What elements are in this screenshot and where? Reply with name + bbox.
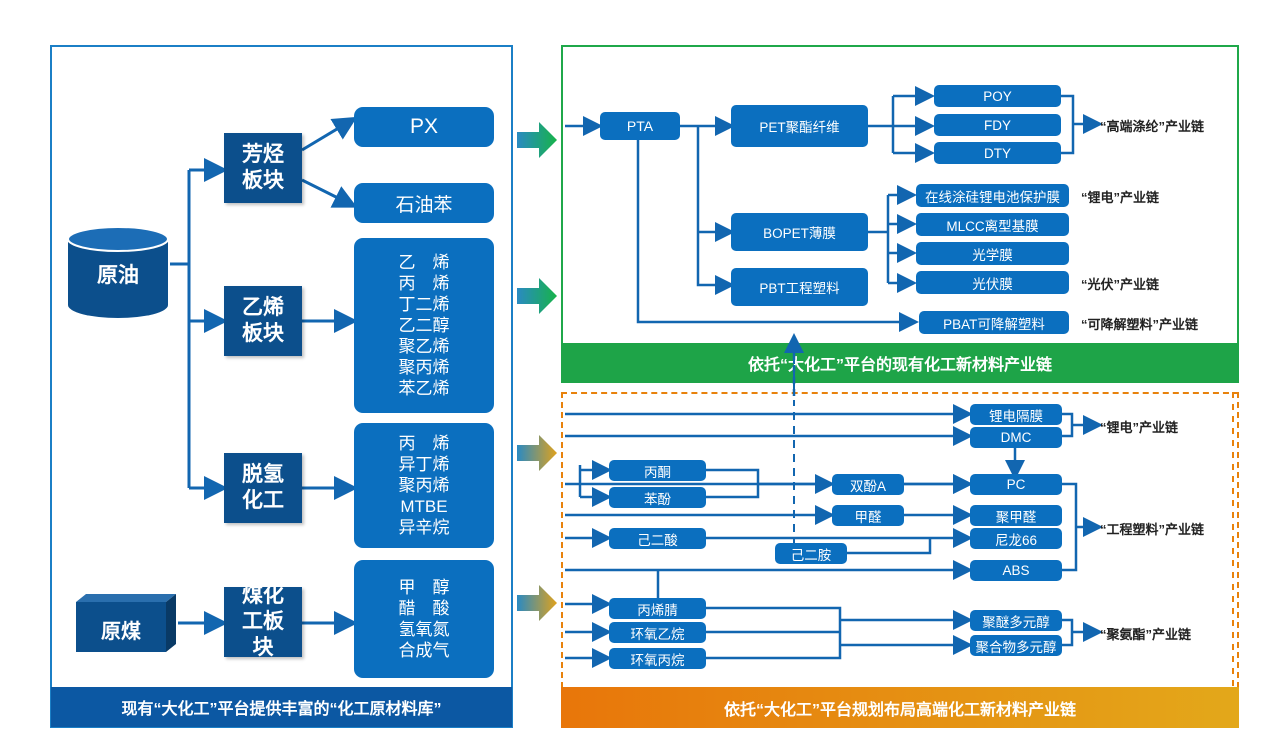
aromatics-block: 芳烃板块 (224, 133, 302, 203)
adipic-box: 己二酸 (609, 528, 706, 549)
poy-box: POY (934, 85, 1061, 107)
product-item: 聚丙烯 (398, 476, 450, 495)
hmda-box: 己二胺 (775, 543, 847, 564)
film-optical-box: 光学膜 (916, 242, 1069, 265)
acrylonitrile-box: 丙烯腈 (609, 598, 706, 619)
product-item: 氢氧氮 (398, 620, 450, 639)
chain-pu-label: “聚氨酯”产业链 (1100, 627, 1192, 642)
right-connectors (565, 86, 1234, 688)
bopet-box: BOPET薄膜 (731, 213, 868, 251)
acetone-box: 丙酮 (609, 460, 706, 481)
dehydro-block: 脱氢化工 (224, 453, 302, 523)
film-mlcc-box: MLCC离型基膜 (916, 213, 1069, 236)
raw-coal-label: 原煤 (101, 621, 141, 643)
ethylene-products-box: 乙 烯 丙 烯 丁二烯 乙二醇 聚乙烯 聚丙烯 苯乙烯 (354, 238, 494, 413)
po-box: 环氧丙烷 (609, 648, 706, 669)
phenol-box: 苯酚 (609, 487, 706, 508)
px-box: PX (354, 107, 494, 147)
product-item: 醋 酸 (398, 599, 450, 618)
polymer-polyol-box: 聚合物多元醇 (970, 635, 1062, 656)
polyether-box: 聚醚多元醇 (970, 610, 1062, 631)
chain-polyester-label: “高端涤纶”产业链 (1100, 119, 1205, 134)
product-item: 异辛烷 (398, 518, 450, 537)
product-item: MTBE (400, 497, 448, 516)
separator-box: 锂电隔膜 (970, 404, 1062, 425)
pbt-box: PBT工程塑料 (731, 268, 868, 306)
crude-oil-cylinder: 原油 (66, 225, 170, 320)
pta-box: PTA (600, 112, 680, 140)
product-item: 乙二醇 (398, 316, 450, 335)
eo-box: 环氧乙烷 (609, 622, 706, 643)
formaldehyde-box: 甲醛 (832, 505, 904, 526)
product-item: 乙 烯 (398, 253, 450, 272)
crude-oil-label: 原油 (97, 264, 139, 287)
dmc-box: DMC (970, 427, 1062, 448)
pet-box: PET聚酯纤维 (731, 105, 868, 147)
raw-coal-box: 原煤 (72, 592, 178, 654)
bottom-banner: 依托“大化工”平台规划布局高端化工新材料产业链 (561, 687, 1239, 728)
chain-battery2-label: “锂电”产业链 (1100, 420, 1179, 435)
left-banner: 现有“大化工”平台提供丰富的“化工原材料库” (51, 687, 512, 727)
transfer-arrows (517, 122, 557, 621)
left-connectors (170, 116, 358, 635)
dehydro-products-box: 丙 烯 异丁烯 聚丙烯 MTBE 异辛烷 (354, 423, 494, 548)
chain-eng-plastic-label: “工程塑料”产业链 (1100, 522, 1205, 537)
coal-block: 煤化工板块 (224, 584, 302, 659)
product-item: 异丁烯 (398, 455, 450, 474)
coal-products-box: 甲 醇 醋 酸 氢氧氮 合成气 (354, 560, 494, 678)
ethylene-block: 乙烯板块 (224, 286, 302, 356)
film-pv-box: 光伏膜 (916, 271, 1069, 294)
dty-box: DTY (934, 142, 1061, 164)
chain-pv-label: “光伏”产业链 (1081, 277, 1160, 292)
product-item: 聚丙烯 (398, 358, 450, 377)
chain-degradable-label: “可降解塑料”产业链 (1081, 317, 1199, 332)
bpa-box: 双酚A (832, 474, 904, 495)
product-item: 苯乙烯 (398, 379, 450, 398)
fdy-box: FDY (934, 114, 1061, 136)
film-battery-box: 在线涂硅锂电池保护膜 (916, 184, 1069, 207)
benzene-box: 石油苯 (354, 183, 494, 223)
product-item: 甲 醇 (398, 578, 450, 597)
product-item: 丙 烯 (398, 274, 450, 293)
chain-battery-label: “锂电”产业链 (1081, 190, 1160, 205)
abs-box: ABS (970, 560, 1062, 581)
pom-box: 聚甲醛 (970, 505, 1062, 526)
nylon-box: 尼龙66 (970, 528, 1062, 549)
left-panel (50, 45, 513, 728)
product-item: 丙 烯 (398, 434, 450, 453)
pc-box: PC (970, 474, 1062, 495)
product-item: 聚乙烯 (398, 337, 450, 356)
top-banner: 依托“大化工”平台的现有化工新材料产业链 (561, 343, 1239, 383)
product-item: 丁二烯 (398, 295, 450, 314)
pbat-box: PBAT可降解塑料 (919, 311, 1069, 334)
product-item: 合成气 (398, 641, 450, 660)
